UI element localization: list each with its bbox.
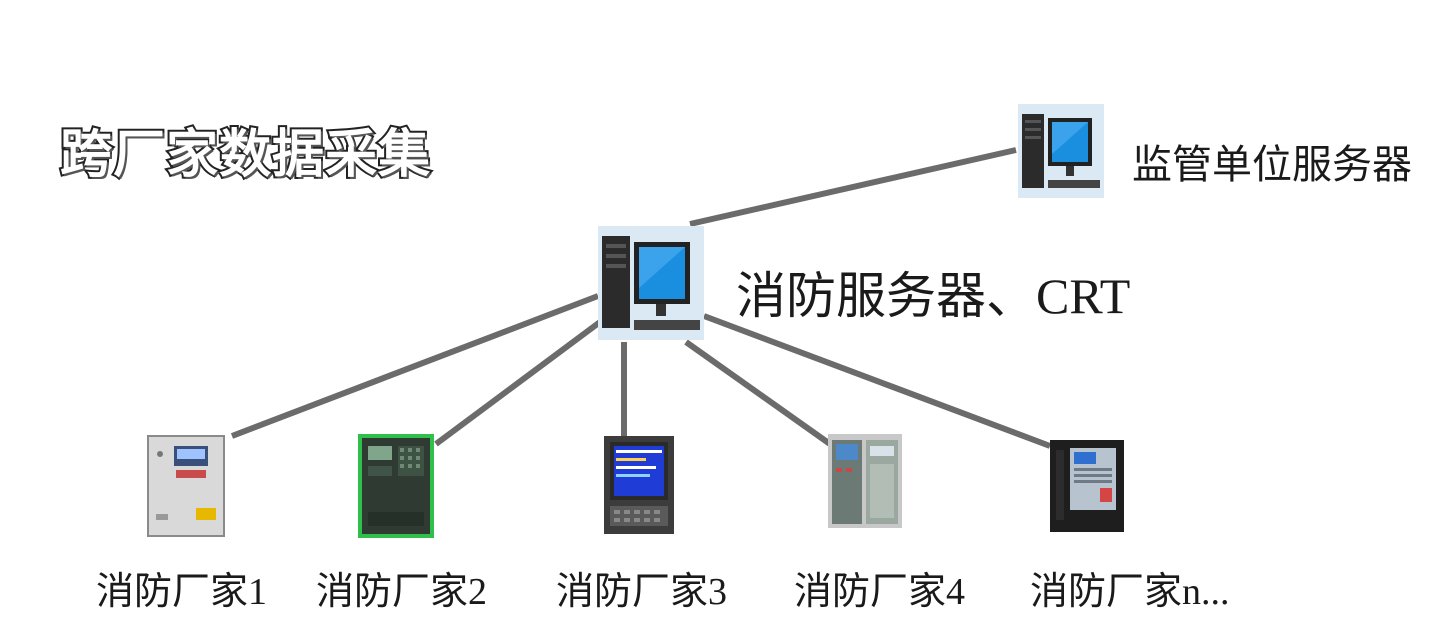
fire-alarm-panel-grey-icon: [146, 434, 226, 538]
diagram-title: 跨厂家数据采集: [58, 123, 432, 187]
fire-server-label: 消防服务器、CRT: [736, 268, 1131, 324]
link-vendor1-fireserver: [230, 293, 600, 439]
fire-alarm-panel-black-icon: [1050, 440, 1124, 532]
fire-server-icon: [598, 226, 704, 340]
fire-alarm-cabinet-icon: [828, 434, 902, 528]
supervisor-server-icon: [1018, 104, 1104, 198]
vendor-1-label: 消防厂家1: [96, 571, 268, 613]
link-vendor4-fireserver: [684, 339, 832, 447]
link-vendor2-fireserver: [434, 319, 602, 447]
link-vendorn-fireserver: [702, 313, 1052, 449]
link-fireserver-supervisor: [689, 147, 1017, 227]
fire-alarm-terminal-blue-screen-icon: [604, 436, 674, 534]
fire-alarm-panel-green-icon: [358, 434, 434, 538]
vendor-3-label: 消防厂家3: [556, 571, 728, 613]
supervisor-server-label: 监管单位服务器: [1132, 142, 1412, 187]
vendor-2-label: 消防厂家2: [316, 571, 488, 613]
vendor-4-label: 消防厂家4: [794, 571, 966, 613]
vendor-n-label: 消防厂家n...: [1030, 571, 1230, 613]
